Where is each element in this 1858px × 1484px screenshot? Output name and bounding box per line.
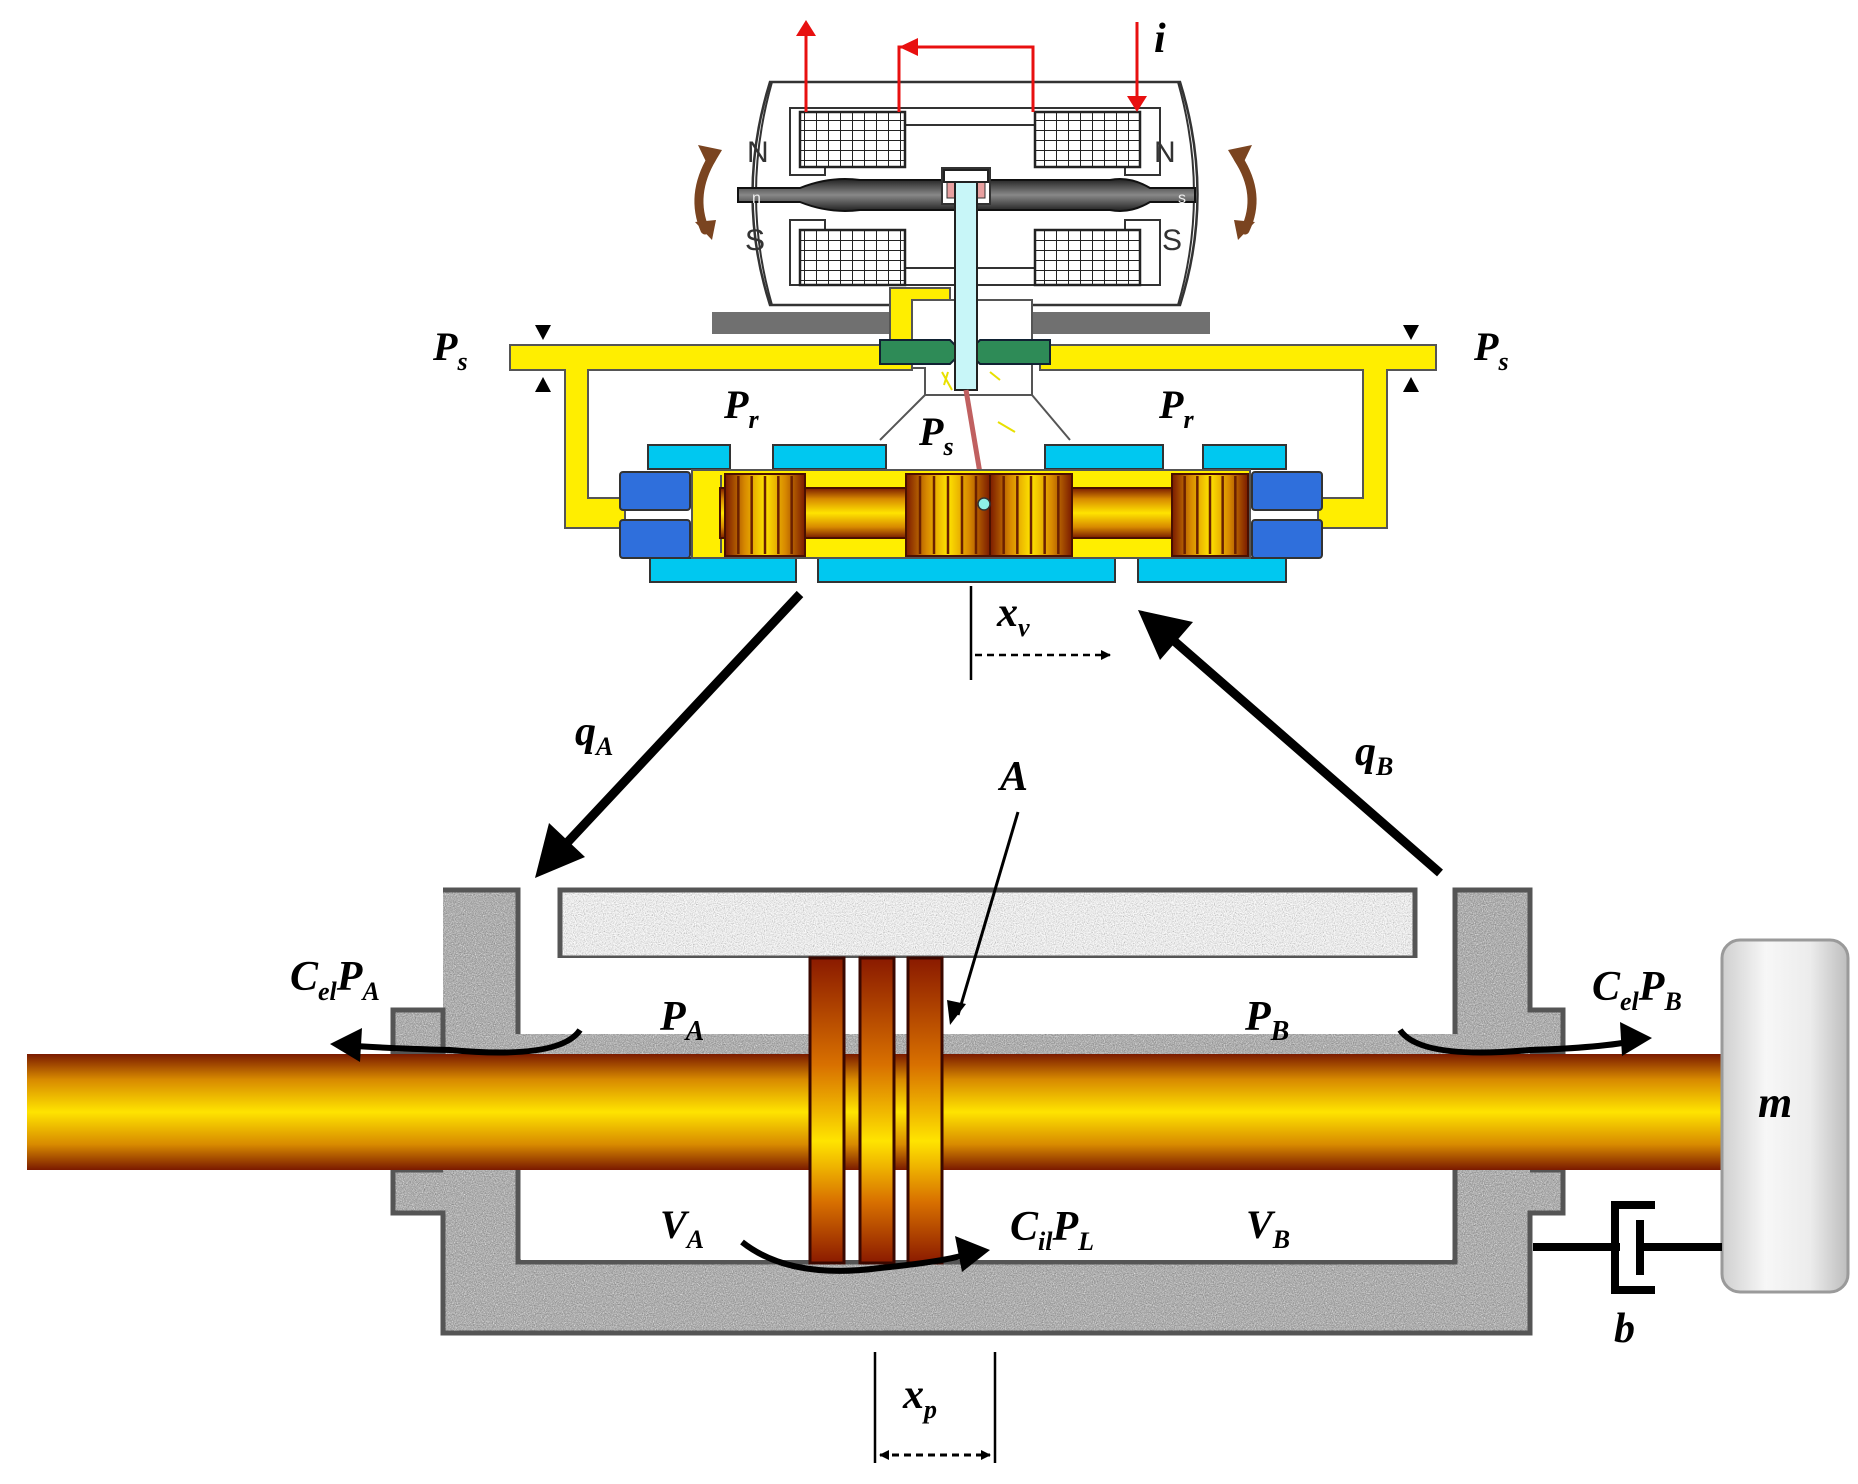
flow-b-label: qB [1355,729,1393,781]
coil-top-left [798,110,907,169]
mass-label: m [1758,1078,1792,1127]
external-leak-a-label: CelPA [290,954,380,1006]
volume-b-label: VB [1246,1202,1290,1254]
damping-label: b [1614,1306,1635,1352]
nozzle-funnel [879,394,1071,441]
external-leak-b-label: CelPB [1592,964,1682,1016]
supply-pressure-right: Ps [1473,324,1509,376]
piston [808,956,944,1265]
cylinder-top-plate [560,890,1415,958]
motor-base-plate-left [712,312,910,334]
pole-label-bottom-left: S [745,224,765,257]
coil-top-right [1033,110,1142,169]
spool-land [905,473,991,557]
pressure-b-label: PB [1244,994,1289,1047]
hydraulic-cylinder [27,887,1722,1336]
damper [1533,1201,1722,1294]
volume-a-label: VA [660,1202,704,1254]
jet-streams [941,371,1016,433]
armature-pole-left: n [752,190,761,207]
pole-label-bottom-right: S [1162,224,1182,257]
current-arrow-left [899,38,918,56]
nozzle-left [879,339,964,365]
piston-ring [858,956,896,1265]
current-wire [804,22,1139,112]
load-mass [1720,938,1850,1294]
torque-motor: N N S S n s [694,80,1257,307]
pressure-a-label: PA [659,994,704,1047]
pole-label-top-left: N [747,136,769,169]
return-pressure-right: Pr [1158,382,1194,434]
label-current: i [1154,16,1166,62]
current-arrow-up [796,20,816,36]
valve-end-caps [619,471,1323,559]
piston-ring [808,956,846,1265]
motor-base-plate-right [1012,312,1210,334]
leak-arrow-external-b [1397,1022,1652,1056]
supply-port-markers [535,325,1419,392]
servo-valve [509,169,1437,583]
flow-a-label: qA [575,709,613,761]
spool-land [1171,473,1249,557]
coil-bottom-left [798,228,907,287]
return-pressure-left: Pr [723,382,759,434]
nozzle-right [966,339,1051,365]
current-arrow-down [1127,96,1147,112]
flapper [954,179,978,391]
spool-lands [724,473,1249,557]
cylinder-walls-outline [390,887,1566,1336]
spool-land [989,473,1073,557]
flow-arrow-b [1138,610,1443,877]
spool-displacement-label: xv [996,590,1030,642]
armature-pole-right: s [1178,190,1186,207]
spool-displacement-indicator [969,586,1111,680]
coil-bottom-right [1033,228,1142,287]
piston-area-label: A [997,754,1028,800]
leak-arrow-external-a [330,1028,583,1062]
piston-ring [906,956,944,1265]
area-pointer-line [956,811,1020,1016]
pole-label-top-right: N [1154,136,1176,169]
spool-pivot [977,497,991,511]
leak-arrow-internal [740,1236,990,1274]
supply-pressure-left: Ps [432,324,468,376]
piston-displacement-label: xp [902,1372,937,1424]
flow-arrow-a [535,590,804,878]
nozzle-pressure-label: Ps [918,409,954,461]
piston-displacement-indicator [873,1352,997,1463]
current-label: i [1154,16,1166,62]
internal-leak-label: CilPL [1010,1204,1094,1256]
spool-land [724,473,806,557]
